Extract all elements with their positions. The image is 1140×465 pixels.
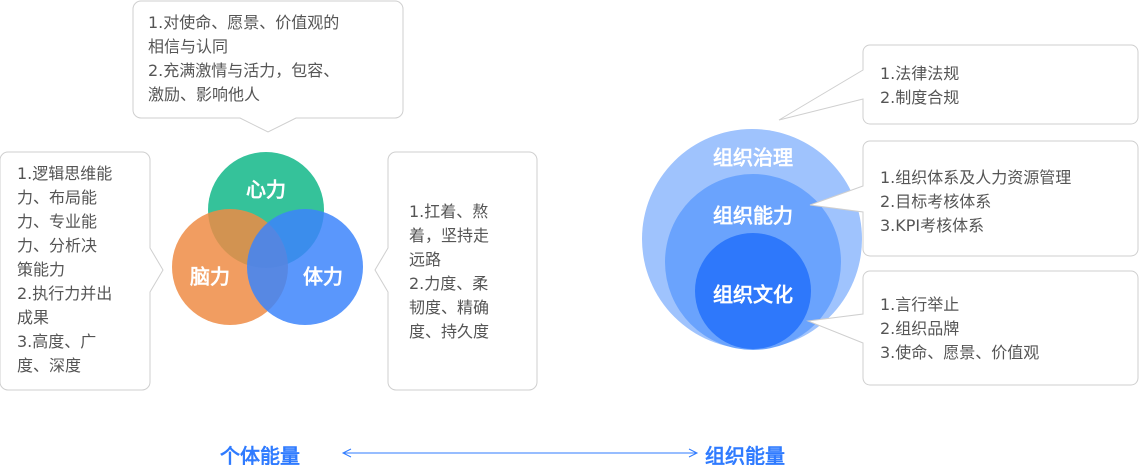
body-label: 体力 [303,264,343,289]
individual-energy-title: 个体能量 [220,444,300,465]
capability-label: 组织能力 [713,203,793,228]
capability-callout-box [809,140,1139,257]
culture-description: 1.言行举止 2.组织品牌 3.使命、愿景、价值观 [880,295,1040,362]
governance-callout-box [778,44,1139,125]
culture-label: 组织文化 [713,282,793,307]
body-circle [247,209,363,325]
culture-circle [695,233,811,349]
heart-label: 心力 [246,177,286,202]
brain-label: 脑力 [190,264,230,289]
culture-callout-box [806,270,1139,386]
brain-callout-box [0,151,164,391]
double-arrow [341,448,699,458]
body-callout-box [374,151,538,391]
organization-energy-title: 组织能量 [705,444,785,465]
governance-label: 组织治理 [713,145,793,170]
body-description: 1.扛着、熬 着，坚持走 远路 2.力度、柔 韧度、精确 度、持久度 [409,202,490,341]
brain-description: 1.逻辑思维能 力、布局能 力、专业能 力、分析决 策能力 2.执行力并出 成果… [17,164,113,375]
capability-description: 1.组织体系及人力资源管理 2.目标考核体系 3.KPI考核体系 [880,168,1072,235]
governance-description: 1.法律法规 2.制度合规 [880,64,960,107]
heart-description: 1.对使命、愿景、价值观的 相信与认同 2.充满激情与活力，包容、 激励、影响他… [148,13,340,104]
heart-callout-box [132,0,404,133]
